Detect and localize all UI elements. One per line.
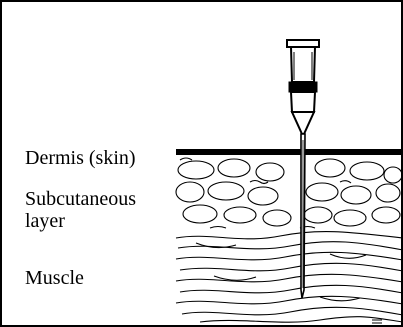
muscle-tissue <box>176 232 403 323</box>
needle-hub-collar <box>289 82 317 92</box>
subcutaneous-tissue <box>176 158 402 228</box>
needle <box>287 40 319 298</box>
skin-surface-line <box>176 149 403 155</box>
needle-hub-rim <box>287 40 319 47</box>
scan-mark <box>372 320 382 323</box>
